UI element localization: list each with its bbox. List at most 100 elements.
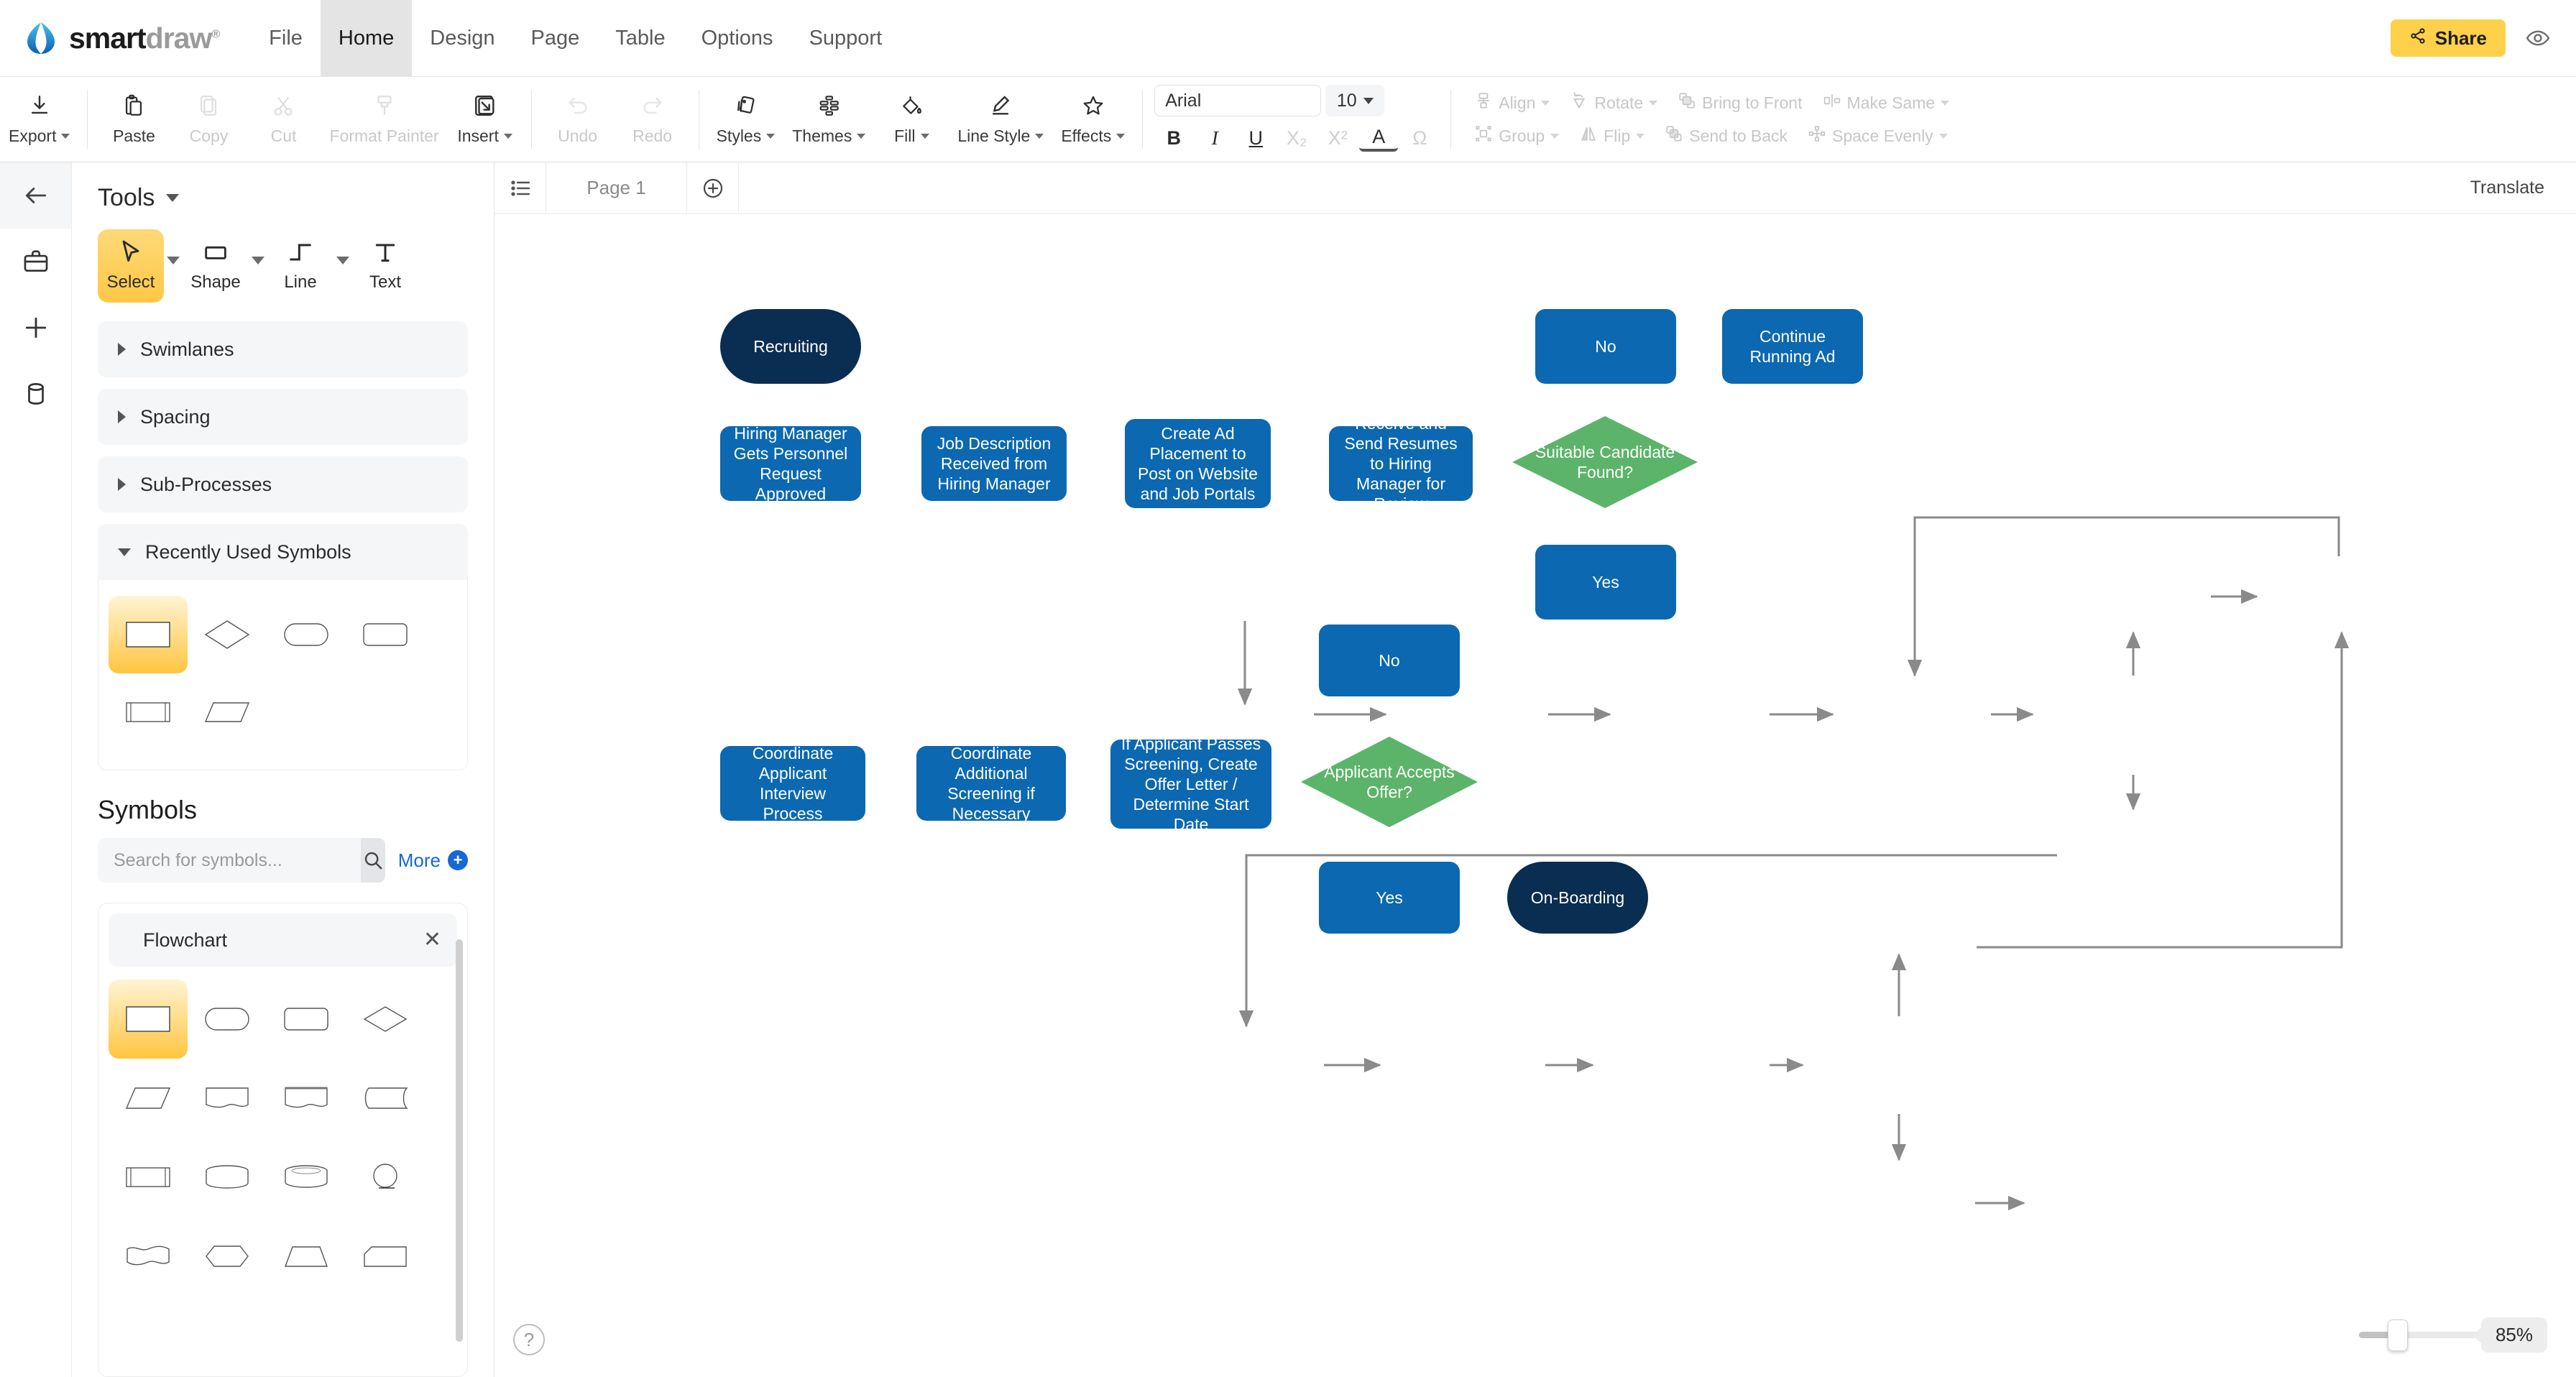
page-list-icon[interactable]: [494, 162, 546, 213]
space-evenly-button[interactable]: Space Evenly: [1798, 121, 1958, 150]
node-create-ad-placement[interactable]: Create Ad Placement to Post on Website a…: [1125, 419, 1271, 508]
menu-item-home[interactable]: Home: [320, 0, 413, 76]
italic-button[interactable]: I: [1211, 126, 1218, 149]
undo-button[interactable]: Undo: [540, 77, 615, 162]
symbol-trapezoid[interactable]: [267, 1217, 346, 1296]
search-input[interactable]: [98, 838, 361, 883]
accordion-recently-used-symbols[interactable]: Recently Used Symbols: [98, 524, 468, 580]
node-suitable-candidate-found-decision[interactable]: Suitable Candidate Found?: [1512, 416, 1698, 508]
node-no-applicant-accepts-offer[interactable]: No: [1319, 625, 1460, 696]
symbol-predefined-process[interactable]: [109, 1138, 188, 1217]
underline-button[interactable]: U: [1248, 126, 1263, 149]
accordion-spacing[interactable]: Spacing: [98, 389, 468, 445]
templates-briefcase-icon[interactable]: [0, 229, 71, 295]
subscript-button[interactable]: X₂: [1286, 126, 1307, 149]
symbol-diamond[interactable]: [346, 980, 425, 1059]
recent-symbol-stadium[interactable]: [267, 596, 346, 673]
help-icon[interactable]: ?: [513, 1324, 545, 1355]
symbol-multi-document[interactable]: [267, 1059, 346, 1138]
font-color-button[interactable]: A: [1359, 124, 1399, 152]
node-receive-and-send-resumes[interactable]: Receive and Send Resumes to Hiring Manag…: [1329, 414, 1473, 513]
translate-button[interactable]: Translate: [2470, 178, 2544, 198]
node-coordinate-applicant-interview-process[interactable]: Coordinate Applicant Interview Process: [720, 744, 865, 823]
make-same-button[interactable]: Make Same: [1813, 88, 1960, 117]
send-to-back-button[interactable]: Send to Back: [1655, 121, 1798, 150]
add-plus-icon[interactable]: [0, 295, 71, 361]
symbol-stadium[interactable]: [188, 980, 267, 1059]
styles-button[interactable]: Styles: [708, 77, 784, 162]
export-button[interactable]: Export: [0, 77, 78, 162]
node-job-description-received-from-hiring-manager[interactable]: Job Description Received from Hiring Man…: [921, 426, 1067, 501]
back-arrow-button[interactable]: [0, 162, 71, 229]
zoom-slider-handle[interactable]: [2387, 1320, 2408, 1351]
paste-button[interactable]: Paste: [96, 77, 171, 162]
format-painter-button[interactable]: Format Painter: [321, 77, 447, 162]
shape-tool-chevron-down-icon[interactable]: [252, 257, 264, 264]
recent-symbol-rectangle[interactable]: [109, 596, 188, 673]
page-tab-1[interactable]: Page 1: [546, 162, 687, 213]
recent-symbol-predefined-process[interactable]: [109, 673, 188, 751]
menu-item-options[interactable]: Options: [701, 26, 773, 50]
recent-symbol-parallelogram[interactable]: [188, 673, 267, 751]
symbol-stored-data[interactable]: [346, 1059, 425, 1138]
symbol-rounded-rectangle[interactable]: [267, 980, 346, 1059]
node-applicant-accepts-offer-decision[interactable]: Applicant Accepts Offer?: [1301, 737, 1478, 827]
group-button[interactable]: Group: [1464, 121, 1569, 150]
tools-panel-header[interactable]: Tools: [72, 162, 494, 225]
node-coordinate-additional-screening[interactable]: Coordinate Additional Screening if Neces…: [916, 744, 1066, 823]
tool-text[interactable]: Text: [352, 229, 418, 303]
font-size-select[interactable]: 10: [1325, 85, 1385, 116]
symbol-direct-access-storage[interactable]: [188, 1138, 267, 1217]
close-icon[interactable]: ✕: [423, 928, 441, 952]
line-style-button[interactable]: Line Style: [949, 77, 1052, 162]
copy-button[interactable]: Copy: [171, 77, 246, 162]
menu-item-page[interactable]: Page: [530, 26, 580, 50]
node-yes-applicant-accepts-offer[interactable]: Yes: [1319, 862, 1460, 934]
node-continue-running-ad[interactable]: Continue Running Ad: [1722, 309, 1863, 384]
search-icon[interactable]: [361, 838, 385, 883]
add-page-icon[interactable]: [687, 162, 739, 213]
rotate-button[interactable]: Rotate: [1560, 88, 1668, 117]
node-if-applicant-passes-screening[interactable]: If Applicant Passes Screening, Create Of…: [1110, 734, 1271, 834]
symbol-rectangle[interactable]: [109, 980, 188, 1059]
panel-scrollbar[interactable]: [456, 939, 463, 1342]
select-tool-chevron-down-icon[interactable]: [167, 257, 180, 264]
node-on-boarding[interactable]: On-Boarding: [1507, 862, 1648, 934]
line-tool-chevron-down-icon[interactable]: [336, 257, 349, 264]
preview-eye-icon[interactable]: [2521, 22, 2554, 55]
recent-symbol-diamond[interactable]: [188, 596, 267, 673]
menu-item-support[interactable]: Support: [809, 26, 883, 50]
flowchart-library-header[interactable]: Flowchart ✕: [109, 913, 457, 967]
bold-button[interactable]: B: [1167, 126, 1181, 149]
tool-shape[interactable]: Shape: [183, 229, 249, 303]
symbol-parallelogram[interactable]: [109, 1059, 188, 1138]
menu-item-design[interactable]: Design: [430, 26, 495, 50]
menu-item-file[interactable]: File: [269, 26, 303, 50]
align-button[interactable]: Align: [1464, 88, 1560, 117]
insert-symbol-button[interactable]: Ω: [1412, 126, 1427, 149]
accordion-swimlanes[interactable]: Swimlanes: [98, 321, 468, 377]
menu-item-table[interactable]: Table: [615, 26, 666, 50]
fill-button[interactable]: Fill: [874, 77, 949, 162]
more-symbols-link[interactable]: More +: [398, 849, 468, 872]
node-yes-suitable-candidate[interactable]: Yes: [1535, 545, 1676, 620]
symbol-card[interactable]: [346, 1217, 425, 1296]
node-hiring-manager-gets-personnel-request-approved[interactable]: Hiring Manager Gets Personnel Request Ap…: [720, 424, 861, 503]
zoom-slider[interactable]: [2358, 1320, 2481, 1351]
themes-button[interactable]: Themes: [783, 77, 874, 162]
symbol-document[interactable]: [188, 1059, 267, 1138]
app-logo[interactable]: smartdraw®: [0, 22, 220, 55]
symbol-hexagon[interactable]: [188, 1217, 267, 1296]
flip-button[interactable]: Flip: [1569, 121, 1655, 150]
tool-select[interactable]: Select: [98, 229, 164, 303]
node-recruiting[interactable]: Recruiting: [720, 309, 861, 384]
tool-line[interactable]: Line: [267, 229, 334, 303]
effects-button[interactable]: Effects: [1052, 77, 1133, 162]
cut-button[interactable]: Cut: [246, 77, 321, 162]
data-cylinder-icon[interactable]: [0, 361, 71, 427]
redo-button[interactable]: Redo: [615, 77, 690, 162]
insert-button[interactable]: Insert: [448, 77, 523, 162]
bring-to-front-button[interactable]: Bring to Front: [1668, 88, 1812, 117]
diagram-canvas[interactable]: Recruiting Hiring Manager Gets Personnel…: [494, 214, 2576, 1377]
symbol-curved-document[interactable]: [109, 1217, 188, 1296]
